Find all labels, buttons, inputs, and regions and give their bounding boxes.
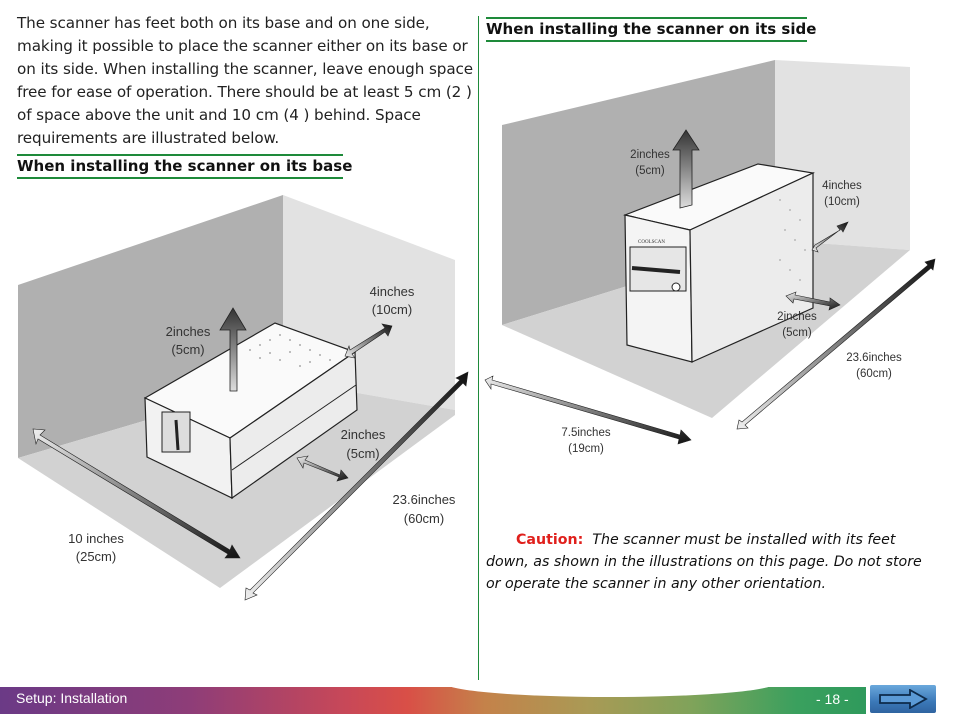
caution-label: Caution: [516, 532, 584, 548]
scanner-side-icon: COOLSCAN [622, 163, 816, 363]
label-depth-cm: (60cm) [404, 511, 444, 526]
label-width-in: 7.5inches [561, 427, 610, 439]
label-above-in: 2inches [630, 149, 670, 161]
right-arrow-icon [879, 689, 928, 709]
label-depth-cm: (60cm) [856, 368, 892, 380]
caution-note: Caution: The scanner must be installed w… [486, 529, 936, 595]
label-behind-cm: (10cm) [372, 302, 412, 317]
figure-base-installation: 2inches (5cm) 4inches (10cm) 2inches (5c… [0, 180, 478, 605]
label-side-cm: (5cm) [346, 446, 379, 461]
arrow-behind [811, 221, 849, 253]
arrow-above [219, 307, 247, 392]
brand-label: COOLSCAN [638, 240, 665, 245]
label-depth-in: 23.6inches [846, 352, 902, 364]
arrow-width [484, 375, 692, 445]
caution-text: The scanner must be installed with its f… [486, 532, 922, 592]
label-behind-in: 4inches [822, 180, 862, 192]
arrow-side [785, 291, 841, 311]
next-page-button[interactable] [870, 685, 936, 713]
section-heading-side: When installing the scanner on its side [486, 17, 816, 42]
arrow-above [672, 129, 700, 209]
arrow-behind [344, 323, 393, 359]
label-above-in: 2inches [166, 324, 211, 339]
figure-side-installation: COOLSCAN 2inches (5cm) 4inches (10cm) 2i… [480, 40, 954, 460]
arrow-side [296, 455, 349, 482]
label-above-cm: (5cm) [635, 165, 665, 177]
arrow-depth [736, 258, 936, 430]
arrow-depth [244, 371, 469, 601]
label-side-in: 2inches [341, 427, 386, 442]
intro-paragraph: The scanner has feet both on its base an… [17, 14, 474, 147]
label-side-in: 2inches [777, 311, 817, 323]
label-above-cm: (5cm) [171, 342, 204, 357]
footer-section-title: Setup: Installation [16, 690, 128, 706]
footer-decoration [445, 683, 775, 697]
label-width-cm: (25cm) [76, 549, 116, 564]
label-width-cm: (19cm) [568, 443, 604, 455]
label-depth-in: 23.6inches [393, 492, 456, 507]
label-behind-cm: (10cm) [824, 196, 860, 208]
label-behind-in: 4inches [370, 284, 415, 299]
label-width-in: 10 inches [68, 531, 124, 546]
label-side-cm: (5cm) [782, 327, 812, 339]
page-number: - 18 - [816, 691, 849, 707]
arrow-width [32, 428, 241, 559]
column-divider [478, 16, 479, 680]
section-heading-base: When installing the scanner on its base [17, 154, 352, 179]
